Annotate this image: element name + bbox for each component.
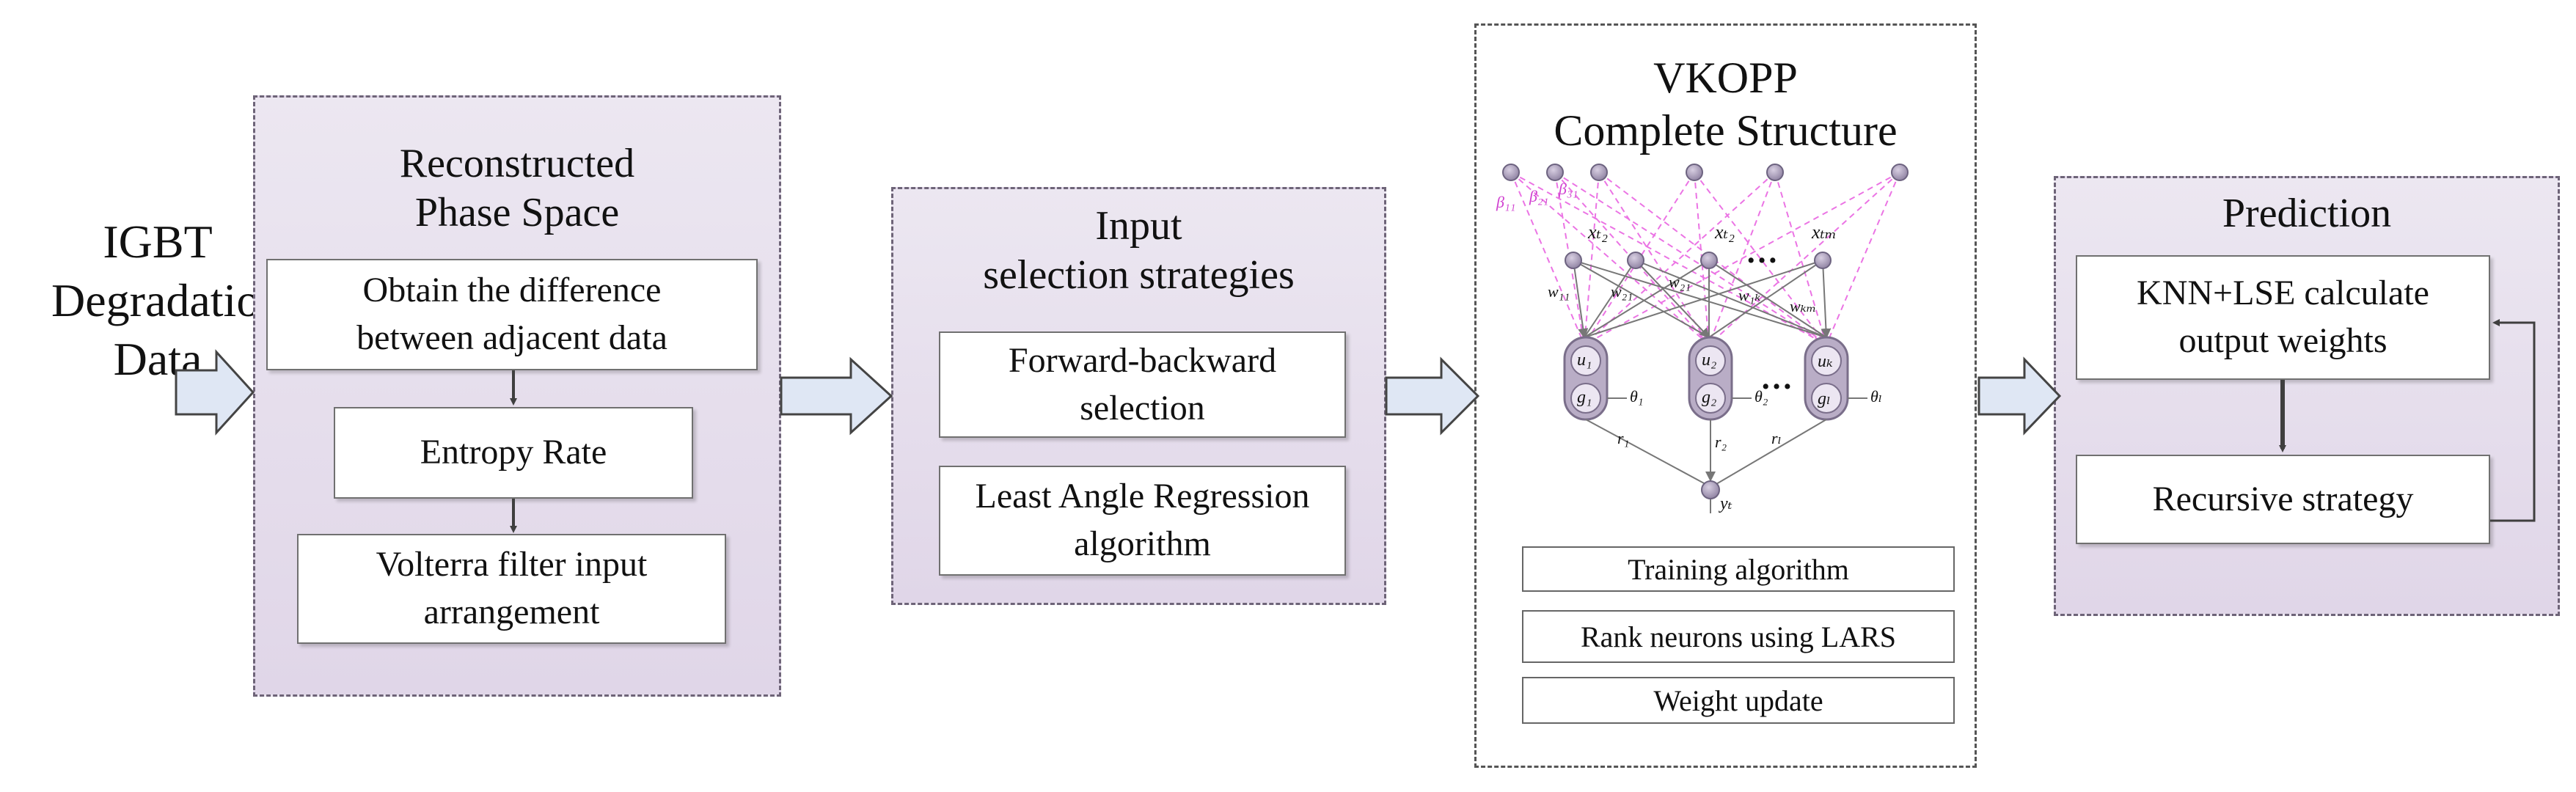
w-1k-label: w₂₁ [1669, 273, 1691, 291]
u-1-label: u₁ [1577, 351, 1592, 370]
theta-2-label: θ₂ [1754, 387, 1768, 406]
knn-lse-box: KNN+LSE calculate output weights [2076, 255, 2490, 380]
u-2-label: u₂ [1702, 351, 1717, 370]
w-11-label: w₁₁ [1548, 282, 1570, 301]
x-tm-right-label: xₜₘ [1812, 221, 1837, 243]
phase-space-title: Reconstructed Phase Space [399, 141, 635, 236]
theta-1-label: θ₁ [1630, 387, 1644, 406]
theta-l-label: θₗ [1870, 387, 1883, 406]
prediction-title: Prediction [2222, 191, 2392, 236]
input-ellipsis: … [1746, 234, 1778, 270]
weight-connections [1573, 260, 1832, 339]
beta-31-label: β₃₁ [1559, 180, 1578, 198]
r-l-label: rₗ [1771, 429, 1782, 447]
r-2-label: r₂ [1715, 433, 1727, 451]
lars-algorithm-box: Least Angle Regression algorithm [939, 466, 1346, 576]
training-algorithm-box: Training algorithm [1522, 546, 1955, 592]
beta-21-label: β₂₁ [1529, 187, 1549, 205]
g-1-label: g₁ [1577, 388, 1592, 407]
difference-step-box: Obtain the difference between adjacent d… [266, 259, 758, 370]
volterra-input-box: Volterra filter input arrangement [297, 534, 726, 644]
hidden-neurons [1563, 336, 1849, 421]
forward-backward-box: Forward-backward selection [939, 331, 1346, 438]
w-21-label: w₂₁ [1611, 282, 1633, 301]
w-km-label: wₖₘ [1790, 297, 1817, 315]
recursive-feedback-arrow [2490, 319, 2536, 522]
flow-arrow-4 [1977, 356, 2062, 436]
y-t-label: yₜ [1720, 494, 1732, 513]
beta-11-label: β₁₁ [1496, 193, 1516, 211]
x-tm-label: xₜ₂ [1715, 221, 1735, 243]
flow-arrow-2 [780, 356, 893, 436]
r-1-label: r₁ [1617, 429, 1630, 447]
g-2-label: g₂ [1702, 388, 1717, 407]
input-label: IGBT Degradation Data [51, 216, 284, 385]
vkopp-title: VKOPP Complete Structure [1554, 54, 1898, 155]
flow-arrow-1 [175, 349, 255, 436]
hidden-ellipsis: … [1760, 360, 1793, 396]
rank-neurons-box: Rank neurons using LARS [1522, 610, 1955, 663]
weight-update-box: Weight update [1522, 677, 1955, 724]
g-l-label: gₗ [1818, 389, 1831, 408]
flow-arrow-3 [1385, 356, 1480, 436]
u-k-label: uₖ [1818, 352, 1833, 371]
w-2k-label: w₁ₖ [1738, 286, 1761, 304]
x-t2-label: xₜ₂ [1588, 221, 1608, 243]
input-selection-title: Input selection strategies [983, 203, 1295, 298]
x-input-nodes [1565, 252, 1832, 269]
output-node [1701, 480, 1720, 499]
recursive-strategy-box: Recursive strategy [2076, 455, 2490, 544]
beta-input-nodes [1502, 164, 1909, 181]
entropy-rate-box: Entropy Rate [334, 407, 693, 499]
